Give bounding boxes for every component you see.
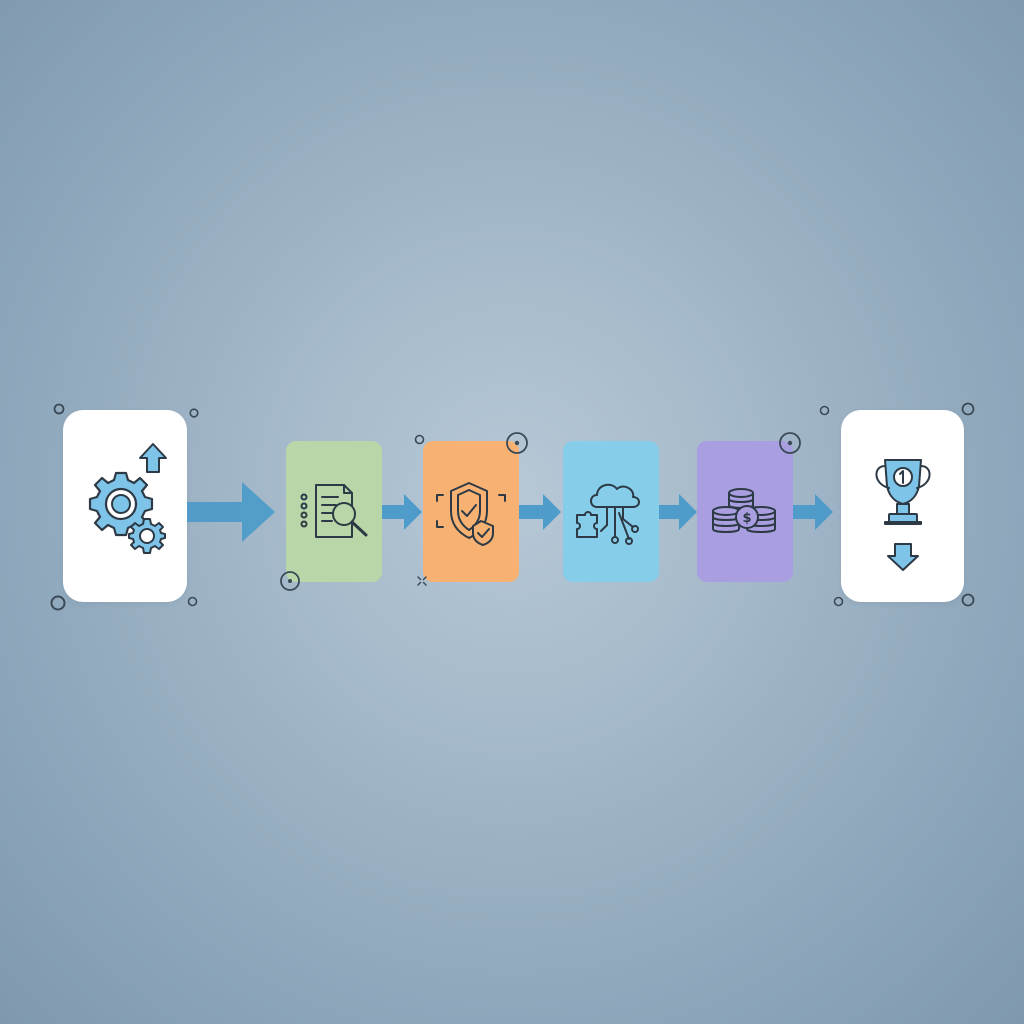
start-card — [63, 410, 187, 602]
document-search-icon — [300, 484, 368, 538]
corner-marker-ring — [53, 402, 65, 415]
shield-check-icon — [436, 482, 506, 546]
coins-dollar-icon: $ — [712, 488, 776, 533]
svg-text:$: $ — [742, 511, 751, 526]
flow-arrow-2 — [382, 492, 422, 532]
step-card-document-search — [286, 441, 382, 582]
corner-marker-ring — [961, 402, 975, 416]
flow-arrow-5 — [793, 492, 833, 532]
step-card-coins: $ — [697, 441, 793, 582]
corner-marker-ring — [50, 595, 66, 611]
gears-arrow-up-icon — [88, 443, 167, 554]
corner-marker-ring — [819, 403, 830, 416]
target-marker — [778, 431, 802, 455]
flow-arrow-3 — [519, 492, 561, 532]
target-marker — [279, 570, 301, 592]
step-card-shield — [423, 441, 519, 582]
corner-marker-ring — [189, 405, 199, 418]
end-card — [841, 410, 964, 602]
flow-arrow-4 — [659, 492, 697, 532]
corner-marker-ring — [414, 432, 425, 445]
corner-marker-ring — [833, 594, 844, 607]
corner-marker-ring — [187, 594, 198, 607]
corner-marker-ring — [961, 593, 975, 607]
sparkle-marker — [415, 574, 429, 588]
target-marker — [505, 431, 529, 455]
cloud-puzzle-network-icon — [576, 483, 640, 545]
trophy-arrow-down-icon — [875, 459, 931, 571]
flow-arrow-1 — [187, 482, 277, 542]
step-card-cloud-network — [563, 441, 659, 582]
